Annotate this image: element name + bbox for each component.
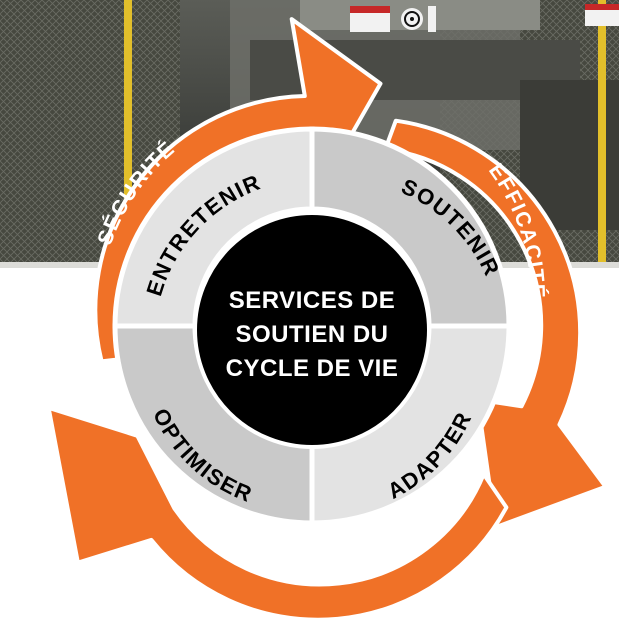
segment-soutenir	[309, 126, 512, 329]
center-title: SERVICES DE SOUTIEN DU CYCLE DE VIE	[198, 284, 426, 386]
center-disc	[193, 211, 431, 449]
segment-entretenir	[112, 126, 315, 329]
warning-sign-right	[585, 4, 619, 26]
warning-sign-left	[350, 6, 436, 32]
inner-services-ring	[112, 126, 512, 526]
center-title-line-3: CYCLE DE VIE	[225, 355, 399, 382]
center-title-line-1: SERVICES DE	[228, 287, 396, 314]
center-title-line-2: SOUTIEN DU	[235, 321, 389, 348]
cycle-arrow-bottom	[46, 405, 509, 622]
cycle-arrow-right	[383, 118, 608, 530]
